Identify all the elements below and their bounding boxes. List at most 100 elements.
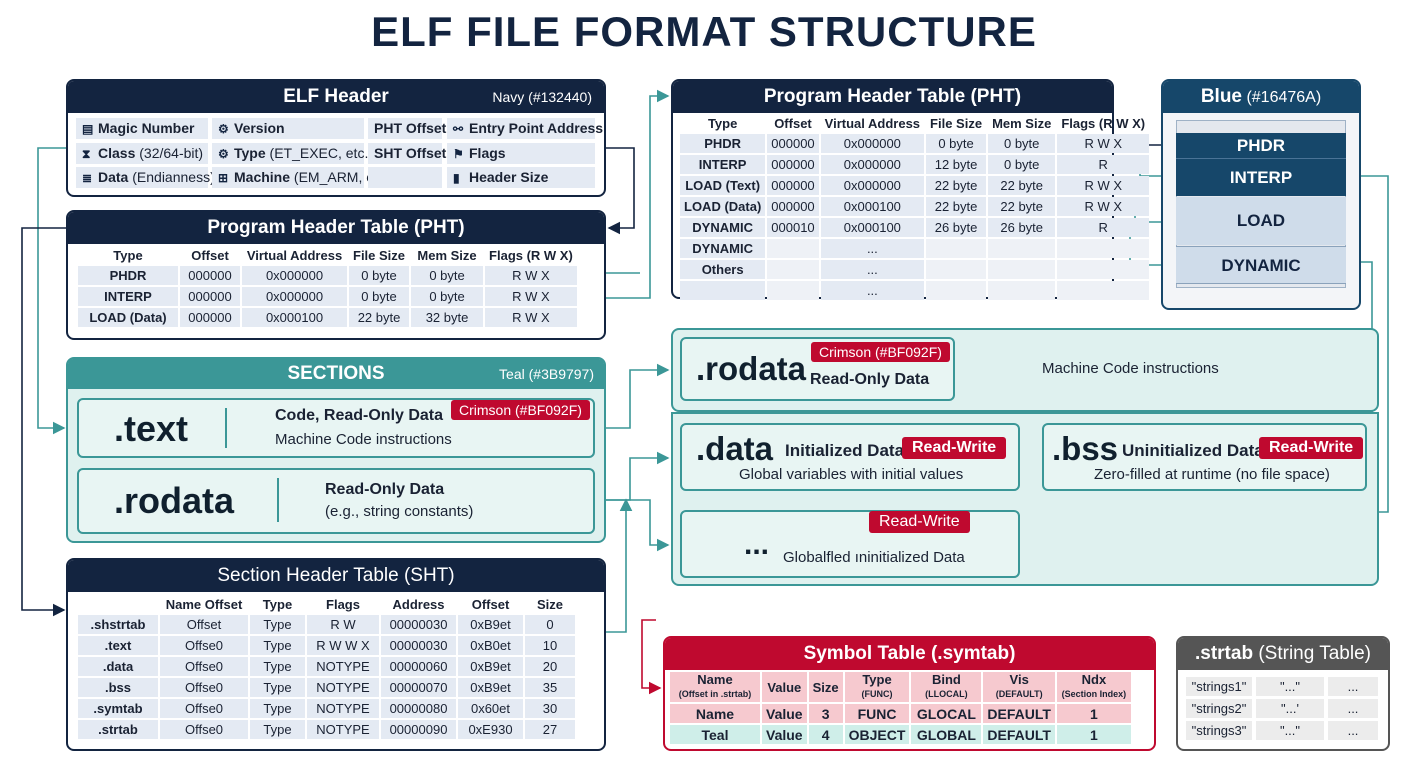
rodata-section-box	[77, 468, 595, 534]
table-cell: 0xB9et	[458, 657, 523, 676]
column-header: Flags (R W X)	[489, 248, 573, 263]
table-cell: OBJECT	[844, 725, 910, 744]
table-cell: 000000	[180, 266, 240, 285]
table-cell: 0x000000	[242, 287, 347, 306]
segments-title: Blue	[1200, 86, 1242, 107]
table-cell: LOAD (Data)	[680, 197, 766, 216]
strtab-cell: ...	[1328, 721, 1378, 740]
memory-bss-desc: Uninitialized Data	[1122, 441, 1264, 460]
column-header: File Size	[353, 248, 406, 263]
table-cell: LOAD (Data)	[78, 308, 178, 327]
elf-header-title: ELF Header	[283, 86, 389, 107]
table-cell: INTERP	[680, 155, 766, 174]
column-header: Type(FUNC)	[844, 672, 910, 702]
elf-header-field: SHT Offset	[368, 143, 446, 164]
memory-data-name: .data	[696, 430, 774, 467]
cpu-icon: ⊞	[218, 171, 229, 185]
table-cell: 0 byte	[349, 266, 410, 285]
table-cell: FUNC	[844, 704, 910, 723]
table-cell: 22 byte	[349, 308, 410, 327]
strtab-cell: "strings2"	[1186, 699, 1252, 718]
table-cell: 10	[525, 636, 575, 655]
sht-title: Section Header Table (SHT)	[68, 560, 604, 592]
table-cell: 0xB9et	[458, 678, 523, 697]
memory-bss-name: .bss	[1052, 430, 1119, 467]
column-header: Flags (R W X)	[1061, 116, 1146, 131]
table-cell: 12 byte	[926, 155, 987, 174]
table-cell: R W X	[485, 266, 577, 285]
elf-header-field: ⚑Flags	[447, 143, 595, 164]
table-cell: Offse0	[160, 678, 248, 697]
table-cell: R W W X	[307, 636, 379, 655]
column-header-sub: (Offset in .strtab)	[678, 689, 752, 699]
elf-header-field: ▮Header Size	[447, 167, 595, 188]
table-cell: R W	[307, 615, 379, 634]
column-header: Name Offset	[165, 597, 243, 612]
table-cell: R W X	[1057, 134, 1150, 153]
strtab-cell: "..."	[1256, 721, 1324, 740]
elf-header-field-label: Magic Number	[98, 120, 195, 136]
table-cell: NOTYPE	[307, 720, 379, 739]
table-cell: 22 byte	[926, 176, 987, 195]
elf-header-field-label: Version	[234, 120, 285, 136]
memory-rodata-desc: Read-Only Data	[810, 371, 930, 388]
elf-header-field-label: Machine	[234, 169, 291, 185]
table-cell: 0 byte	[988, 155, 1056, 174]
table-cell	[926, 281, 987, 300]
table-cell	[926, 239, 987, 258]
table-cell: 0 byte	[411, 287, 484, 306]
table-cell: 00000080	[381, 699, 456, 718]
text-section-divider	[225, 408, 227, 448]
table-cell: .strtab	[78, 720, 158, 739]
column-header: Flags	[326, 597, 360, 612]
text-section-line2: Machine Code instructions	[275, 431, 452, 448]
table-cell: .data	[78, 657, 158, 676]
memory-bss-note: Zero-filled at runtime (no file space)	[1094, 466, 1330, 483]
column-header: Type	[262, 597, 293, 612]
table-cell: 4	[808, 725, 843, 744]
table-cell: 0x000100	[242, 308, 347, 327]
elf-header-field-label: SHT Offset	[374, 145, 447, 161]
memory-data-note: Global variables with initial values	[739, 466, 964, 483]
table-cell: 22 byte	[926, 197, 987, 216]
table-cell: 22 byte	[988, 197, 1056, 216]
segment-dynamic: DYNAMIC	[1176, 246, 1346, 284]
memory-other-name: ...	[744, 528, 770, 561]
column-header: Virtual Address	[824, 116, 921, 131]
table-cell: 00000030	[381, 636, 456, 655]
table-cell: 35	[525, 678, 575, 697]
table-cell: 0x000000	[820, 155, 925, 174]
segments-title-bar: Blue (#16476A)	[1163, 81, 1359, 113]
column-header: Bind(LLOCAL)	[911, 672, 982, 702]
pht-left-title: Program Header Table (PHT)	[68, 212, 604, 244]
table-cell: Name	[670, 704, 760, 723]
table-cell: INTERP	[78, 287, 178, 306]
column-header: Size	[808, 672, 843, 702]
column-header: Address	[392, 597, 445, 612]
table-cell: 000000	[767, 155, 819, 174]
table-cell: 00000030	[381, 615, 456, 634]
table-cell: R W X	[1057, 176, 1150, 195]
table-cell: Offse0	[160, 657, 248, 676]
segment-phdr: PHDR	[1176, 133, 1346, 158]
table-cell	[767, 239, 819, 258]
elf-header-title-bar: ELF Header Navy (#132440)	[68, 81, 604, 113]
segment-load: LOAD	[1176, 197, 1346, 245]
table-cell	[988, 260, 1056, 279]
elf-header-field: ⚙Type (ET_EXEC, etc.)	[212, 143, 373, 164]
table-cell: 32 byte	[411, 308, 484, 327]
table-cell: 26 byte	[926, 218, 987, 237]
strtab-cell: "strings3"	[1186, 721, 1252, 740]
strtab-cell: ...	[1328, 699, 1378, 718]
table-cell: 1	[1056, 704, 1131, 723]
elf-header-field-label: Header Size	[469, 169, 549, 185]
column-header-label: Ndx	[1081, 672, 1107, 687]
symtab-title: Symbol Table (.symtab)	[665, 638, 1154, 670]
table-cell: Teal	[670, 725, 760, 744]
column-header: File Size	[930, 116, 983, 131]
